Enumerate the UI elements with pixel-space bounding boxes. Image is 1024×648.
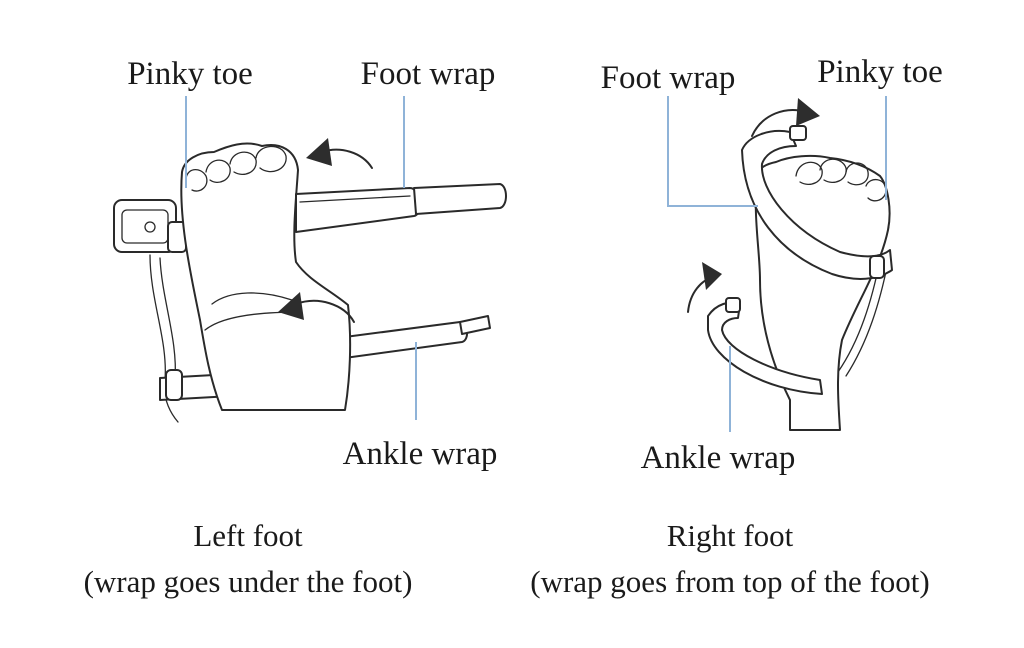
right-caption-subtitle: (wrap goes from top of the foot) bbox=[530, 564, 929, 599]
left-ankle-wrap-arrow bbox=[278, 292, 304, 320]
left-foot-wrap-band bbox=[295, 187, 421, 233]
left-foot-outline bbox=[180, 142, 352, 411]
left-cable bbox=[149, 254, 179, 423]
left-pinky-toe bbox=[185, 169, 208, 192]
left-foot-illustration bbox=[113, 138, 507, 423]
left-foot-wrap-label: Foot wrap bbox=[361, 56, 496, 92]
right-ankle-wrap-label: Ankle wrap bbox=[641, 440, 796, 476]
right-ankle-wrap-arrow bbox=[702, 262, 722, 290]
right-foot-outline bbox=[754, 154, 891, 431]
right-caption-title: Right foot bbox=[667, 518, 794, 553]
left-pinky-toe-label: Pinky toe bbox=[127, 56, 253, 92]
left-foot-wrap-arrow bbox=[306, 138, 332, 166]
right-foot-wrap-label: Foot wrap bbox=[601, 60, 736, 96]
right-foot-wrap-arrow bbox=[796, 98, 820, 126]
right-foot-wrap-leader bbox=[667, 96, 758, 207]
right-pinky-toe-label: Pinky toe bbox=[817, 54, 943, 90]
left-caption-title: Left foot bbox=[193, 518, 303, 553]
left-ankle-wrap-label: Ankle wrap bbox=[343, 436, 498, 472]
left-caption-subtitle: (wrap goes under the foot) bbox=[84, 564, 413, 599]
right-foot-illustration bbox=[687, 98, 893, 431]
